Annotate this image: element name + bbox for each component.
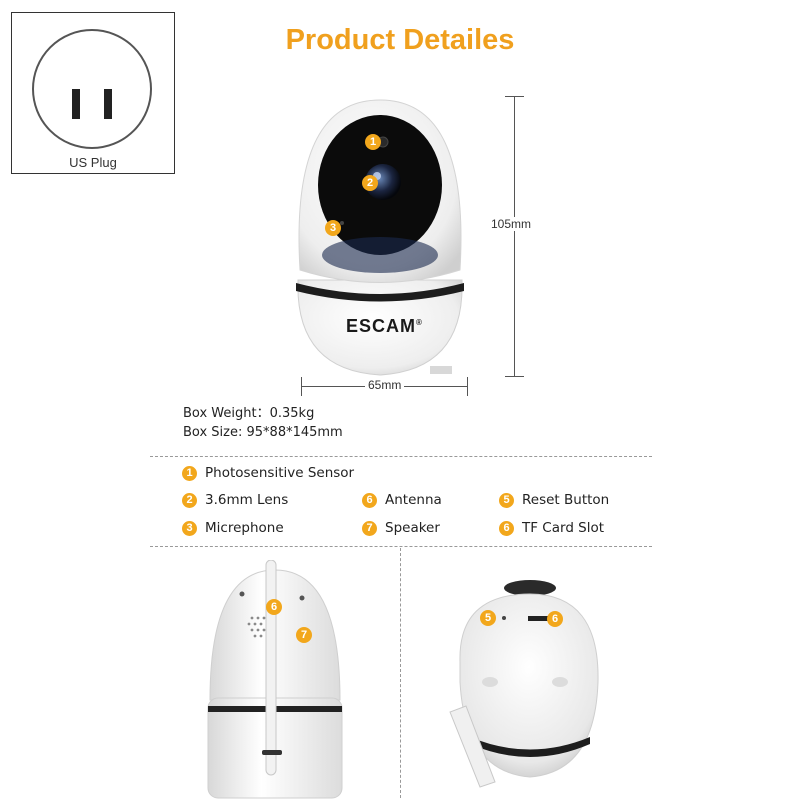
plug-prong-right (104, 89, 112, 119)
height-dimension-cap-top (505, 96, 524, 97)
page-title: Product Detailes (285, 24, 515, 56)
us-plug-icon (32, 29, 152, 149)
height-dimension-cap-bottom (505, 376, 524, 377)
feature-speaker: 7 Speaker (362, 518, 440, 538)
feature-tf-card-slot: 6 TF Card Slot (499, 518, 604, 538)
camera-back-image (207, 560, 343, 799)
divider-bottom (150, 546, 652, 547)
feature-number-badge: 6 (362, 492, 377, 508)
box-weight-value: 0.35kg (269, 406, 315, 421)
brand-name: ESCAM (346, 316, 417, 336)
height-label: 105mm (488, 217, 535, 231)
width-dimension-cap-right (467, 377, 468, 396)
marker-speaker: 7 (296, 627, 312, 643)
box-size-label: Box Size: (183, 425, 247, 440)
feature-number-badge: 7 (362, 520, 377, 536)
feature-label: 3.6mm Lens (205, 492, 289, 508)
box-size: Box Size: 95*88*145mm (183, 425, 343, 440)
plug-prong-left (72, 89, 80, 119)
feature-number-badge: 1 (182, 465, 197, 481)
feature-label: Photosensitive Sensor (205, 465, 355, 481)
width-label: 65mm (365, 378, 405, 392)
us-plug-panel: US Plug (11, 12, 175, 174)
marker-microphone: 3 (325, 220, 341, 236)
marker-tf-card-slot: 6 (547, 611, 563, 627)
feature-label: Antenna (385, 492, 442, 508)
divider-vertical (400, 548, 401, 798)
feature-label: Reset Button (522, 492, 610, 508)
marker-reset-button: 5 (480, 610, 496, 626)
height-dimension-line (514, 96, 515, 376)
feature-number-badge: 6 (499, 520, 514, 536)
feature-number-badge: 3 (182, 520, 197, 536)
feature-label: TF Card Slot (522, 520, 605, 536)
width-dimension-cap-left (301, 377, 302, 396)
camera-bottom-image (449, 580, 599, 788)
marker-antenna: 6 (266, 599, 282, 615)
divider-top (150, 456, 652, 457)
feature-label: Micrephone (205, 520, 284, 536)
feature-microphone: 3 Micrephone (182, 518, 284, 538)
brand-logo: ESCAM® (346, 316, 423, 337)
feature-reset-button: 5 Reset Button (499, 490, 609, 510)
feature-photosensitive-sensor: 1 Photosensitive Sensor (182, 463, 354, 483)
camera-front-image (296, 99, 464, 376)
box-weight: Box Weight：0.35kg (183, 402, 314, 421)
feature-antenna: 6 Antenna (362, 490, 442, 510)
brand-mark: ® (416, 318, 423, 327)
box-size-value: 95*88*145mm (246, 425, 343, 440)
box-weight-label: Box Weight： (183, 406, 270, 421)
feature-number-badge: 5 (499, 492, 514, 508)
feature-lens: 2 3.6mm Lens (182, 490, 288, 510)
feature-label: Speaker (385, 520, 440, 536)
plug-label: US Plug (69, 155, 117, 170)
marker-photosensitive-sensor: 1 (365, 134, 381, 150)
marker-lens: 2 (362, 175, 378, 191)
feature-number-badge: 2 (182, 492, 197, 508)
